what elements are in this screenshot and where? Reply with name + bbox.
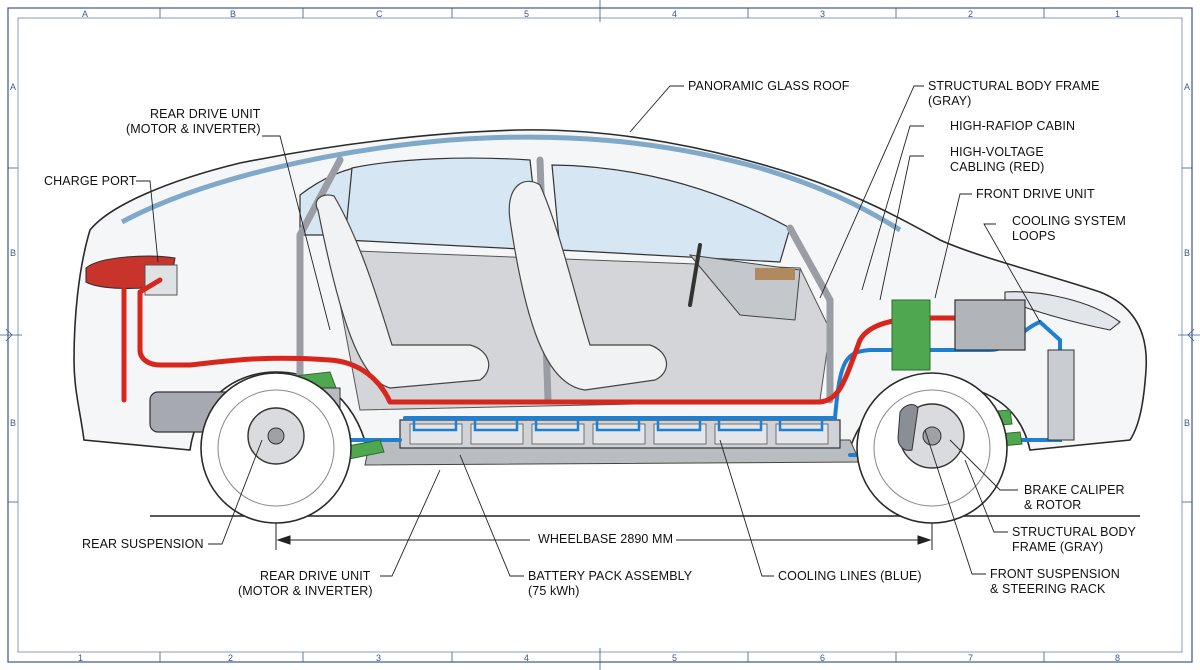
leader-rear-drive-top [262, 135, 331, 331]
ruler-top-3: C [376, 9, 383, 19]
label-rear-drive-unit-top-line1: REAR DRIVE UNIT [150, 107, 261, 121]
ruler-right-2: B [1184, 248, 1191, 258]
dash-wood-trim [755, 268, 795, 280]
ruler-top-4: 5 [524, 9, 530, 19]
leader-charge-port [136, 180, 159, 263]
ruler-right-1: A [1184, 82, 1191, 92]
ruler-bottom-5: 5 [672, 653, 678, 663]
ruler-bottom-4: 4 [524, 653, 530, 663]
ruler-bottom-7: 7 [968, 653, 974, 663]
label-panoramic-glass-roof: PANORAMIC GLASS ROOF [688, 79, 850, 93]
label-rear-drive-unit-bottom-line2: (MOTOR & INVERTER) [238, 584, 373, 598]
front-drive-unit [954, 299, 1026, 351]
front-wheel [856, 372, 1008, 524]
panoramic-glass-roof [120, 134, 902, 233]
leader-hv-cabling [879, 155, 924, 301]
leader-cooling-lines [719, 439, 774, 577]
label-cooling-system-loops-line2: LOOPS [1012, 229, 1056, 243]
module-cooling-loop [717, 418, 763, 432]
headlamp [1004, 291, 1121, 331]
front-strut [891, 299, 931, 371]
ruler-left-1: A [10, 82, 17, 92]
leader-lines [136, 85, 1041, 577]
battery-module [653, 423, 707, 445]
ruler-bottom-8: 8 [1115, 653, 1121, 663]
label-structural-body-frame-bottom-line1: STRUCTURAL BODY [1012, 525, 1136, 539]
module-cooling-loop [778, 418, 824, 432]
ruler-bottom-1: 1 [78, 653, 84, 663]
battery-module [531, 423, 585, 445]
label-front-suspension-line1: FRONT SUSPENSION [990, 567, 1120, 581]
module-cooling-loop [534, 418, 580, 432]
rear-seat [315, 194, 490, 389]
rear-wheel [200, 372, 352, 524]
module-cooling-loop [412, 418, 458, 432]
leader-body-frame-top [819, 85, 924, 299]
charge-port-door [144, 264, 178, 296]
label-charge-port: CHARGE PORT [44, 174, 137, 188]
radiator [1047, 349, 1075, 441]
ruler-top-8: 1 [1115, 9, 1121, 19]
label-brake-caliper-rotor-line2: & ROTOR [1024, 498, 1082, 512]
label-rear-suspension: REAR SUSPENSION [82, 537, 204, 551]
module-cooling-loop [473, 418, 519, 432]
middle-window [344, 157, 541, 251]
label-high-rafiop-cabin: HIGH-RAFIOP CABIN [950, 119, 1076, 133]
ruler-top-2: B [230, 9, 237, 19]
module-cooling-loop [595, 418, 641, 432]
leader-cooling-loops [983, 223, 1041, 323]
label-high-voltage-cabling-line2: CABLING (RED) [950, 160, 1045, 174]
ruler-top-6: 3 [820, 9, 826, 19]
label-structural-body-frame-top-line2: (GRAY) [928, 94, 972, 108]
label-front-drive-unit: FRONT DRIVE UNIT [976, 187, 1095, 201]
leader-rear-drive-bottom [380, 469, 441, 577]
ruler-left-3: B [10, 418, 17, 428]
label-wheelbase: WHEELBASE 2890 MM [538, 532, 674, 546]
leader-cabin [861, 125, 924, 291]
ruler-bottom-2: 2 [228, 653, 234, 663]
label-rear-drive-unit-top-line2: (MOTOR & INVERTER) [126, 122, 261, 136]
ruler-bottom-3: 3 [376, 653, 382, 663]
battery-module [409, 423, 463, 445]
ruler-top-7: 2 [968, 9, 974, 19]
wheelbase-dimension [275, 506, 933, 550]
car-body [73, 129, 1148, 466]
label-structural-body-frame-top-line1: STRUCTURAL BODY FRAME [928, 79, 1100, 93]
label-structural-body-frame-bottom-line2: FRAME (GRAY) [1012, 540, 1104, 554]
label-cooling-system-loops-line1: COOLING SYSTEM [1012, 214, 1126, 228]
label-rear-drive-unit-bottom-line1: REAR DRIVE UNIT [260, 569, 371, 583]
leader-brake [949, 439, 1018, 491]
leader-rear-susp [208, 439, 263, 545]
battery-module [592, 423, 646, 445]
ruler-right-3: B [1184, 418, 1191, 428]
leader-front-drive [934, 193, 972, 299]
module-cooling-loop [656, 418, 702, 432]
ruler-bottom-6: 6 [820, 653, 826, 663]
battery-module [470, 423, 524, 445]
front-brake-caliper [897, 404, 919, 451]
battery-module [775, 423, 829, 445]
front-seat [508, 180, 667, 391]
leader-panoramic-roof [629, 85, 684, 133]
ruler-top-5: 4 [672, 9, 678, 19]
center-marks [5, 328, 1195, 342]
steering-wheel [688, 243, 702, 307]
label-battery-pack-assembly-line2: (75 kWh) [528, 584, 580, 598]
hv-cabling [121, 277, 1003, 405]
battery-pack [399, 418, 841, 449]
label-front-suspension-line2: & STEERING RACK [990, 582, 1106, 596]
label-battery-pack-assembly-line1: BATTERY PACK ASSEMBLY [528, 569, 693, 583]
ruler-left-2: B [10, 248, 17, 258]
leader-battery [459, 454, 524, 577]
leader-front-susp [924, 429, 986, 575]
label-high-voltage-cabling-line1: HIGH-VOLTAGE [950, 145, 1044, 159]
battery-module [714, 423, 768, 445]
ruler-top-1: A [82, 9, 89, 19]
label-cooling-lines: COOLING LINES (BLUE) [778, 569, 922, 583]
leader-body-frame-bottom [964, 459, 1008, 533]
label-brake-caliper-rotor-line1: BRAKE CALIPER [1024, 483, 1125, 497]
